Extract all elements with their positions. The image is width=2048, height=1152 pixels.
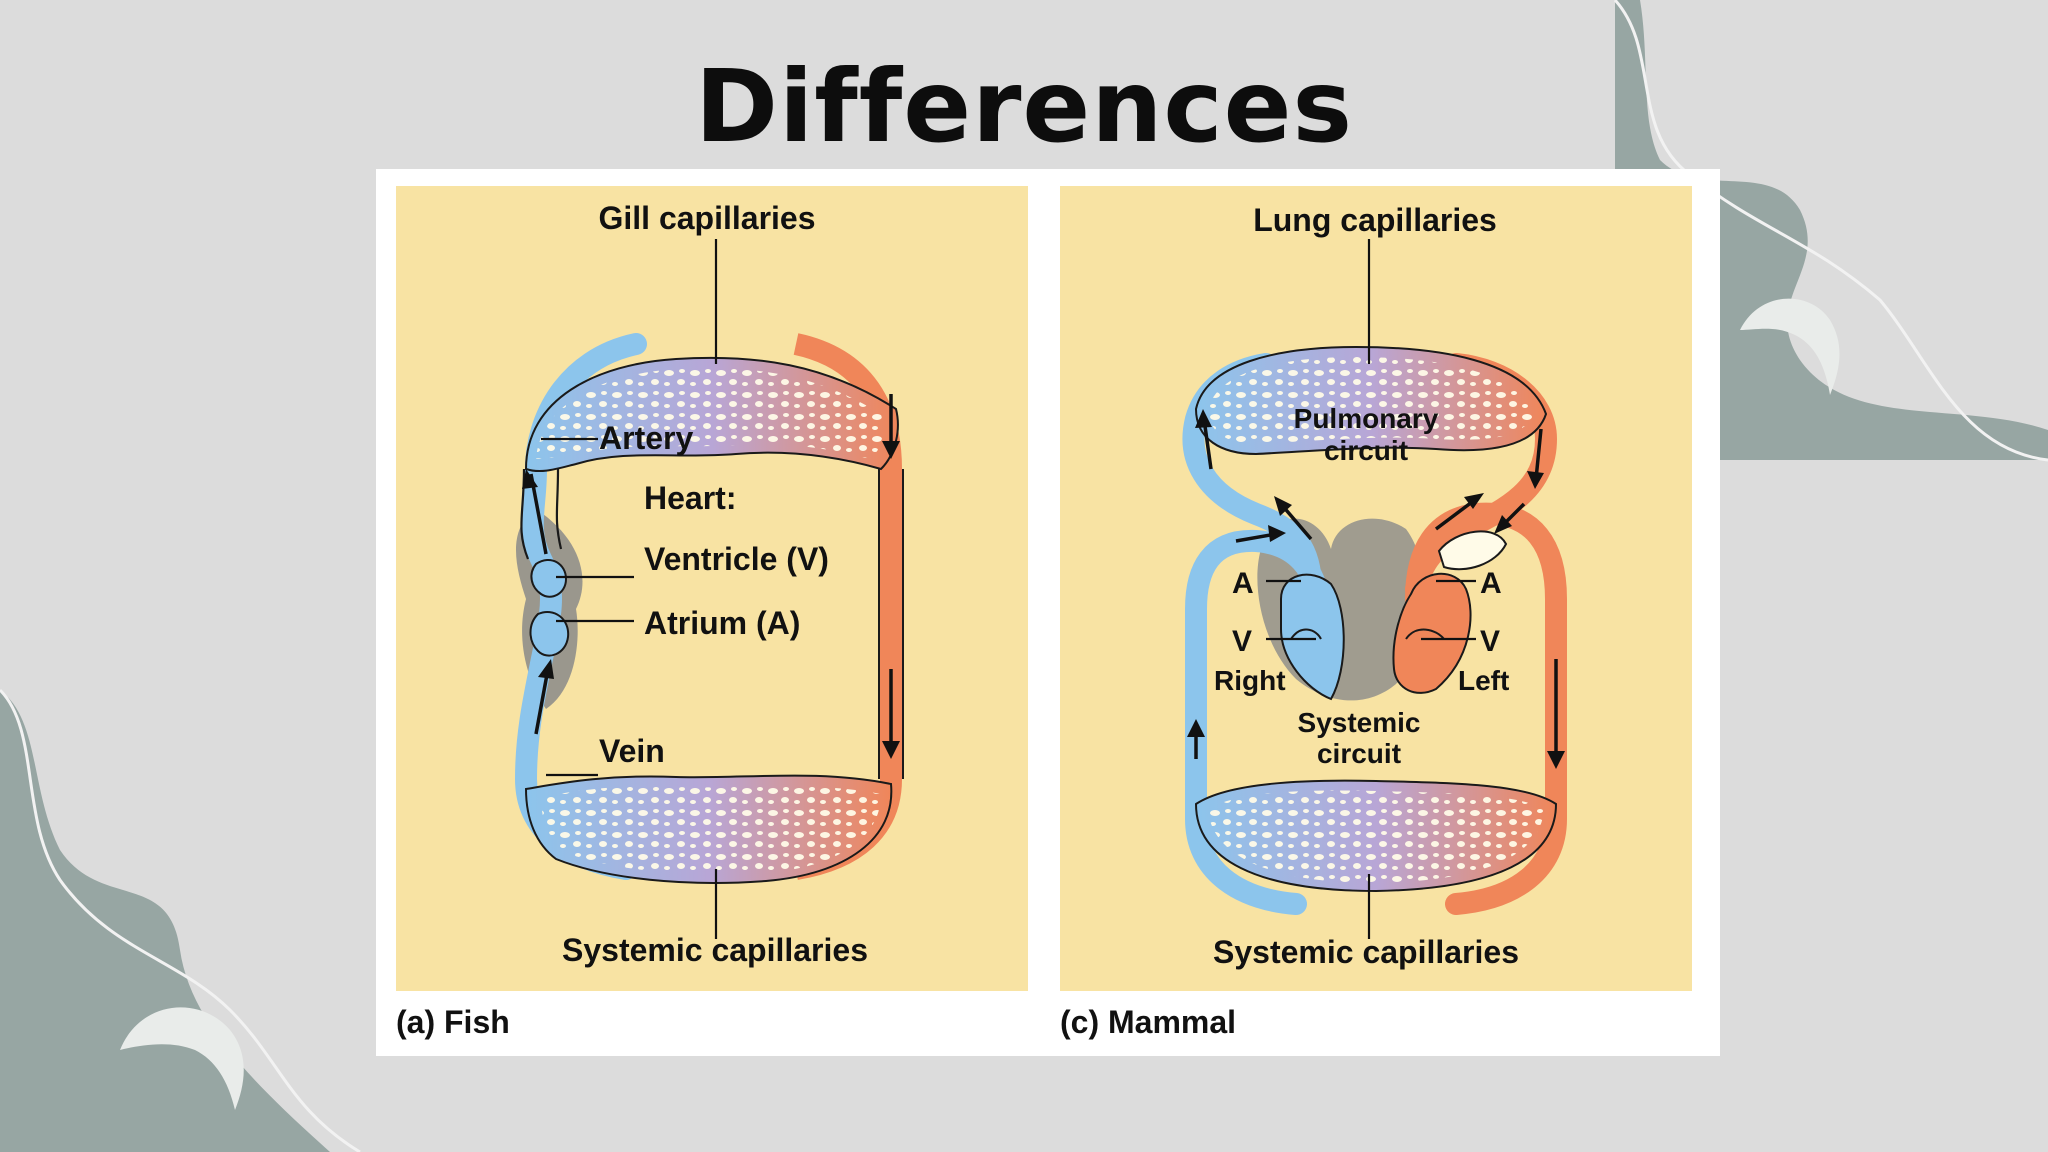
mammal-panel: Lung capillaries Pulmonary circuit A A V… bbox=[1060, 186, 1692, 1040]
mammal-left-ventricle-label: V bbox=[1480, 625, 1500, 658]
slide-title: Differences bbox=[694, 48, 1354, 165]
mammal-aortic-arch bbox=[1437, 530, 1508, 571]
mammal-systemic-line1: Systemic bbox=[1298, 707, 1421, 738]
mammal-pulmonary-line2: circuit bbox=[1324, 435, 1408, 466]
mammal-left-side-label: Left bbox=[1458, 665, 1509, 696]
mammal-aorta bbox=[1405, 502, 1567, 915]
fish-caption: (a) Fish bbox=[396, 1004, 510, 1040]
mammal-left-atrium-label: A bbox=[1480, 567, 1502, 600]
mammal-systemic-capillaries-label: Systemic capillaries bbox=[1213, 934, 1519, 970]
top-right-swirl bbox=[1613, 0, 2048, 462]
mammal-systemic-line2: circuit bbox=[1317, 738, 1401, 769]
mammal-pulmonary-line1: Pulmonary bbox=[1294, 403, 1439, 434]
fish-arrow-up-2 bbox=[534, 668, 550, 735]
mammal-right-ventricle-label: V bbox=[1232, 625, 1252, 658]
mammal-left-heart bbox=[1392, 572, 1472, 694]
mammal-caption: (c) Mammal bbox=[1060, 1004, 1236, 1040]
mammal-right-side-label: Right bbox=[1214, 665, 1286, 696]
fish-artery-label: Artery bbox=[599, 420, 693, 456]
top-right-blob bbox=[1615, 0, 2048, 460]
fish-systemic-capillaries-label: Systemic capillaries bbox=[562, 932, 868, 968]
mammal-heart-valves bbox=[1290, 628, 1445, 640]
circulation-figure: Gill capillaries Artery Heart: Ventricle… bbox=[376, 169, 1720, 1056]
bottom-left-blob bbox=[0, 690, 330, 1152]
fish-atrium-label: Atrium (A) bbox=[644, 605, 800, 641]
mammal-systemic-vein bbox=[1185, 529, 1332, 915]
fish-panel: Gill capillaries Artery Heart: Ventricle… bbox=[396, 186, 1028, 1040]
bottom-left-swirl bbox=[0, 688, 361, 1152]
mammal-right-atrium-label: A bbox=[1232, 567, 1254, 600]
mammal-flow-arrows bbox=[1187, 409, 1565, 769]
fish-ventricle-label: Ventricle (V) bbox=[644, 541, 829, 577]
mammal-lung-capillaries-label: Lung capillaries bbox=[1253, 202, 1497, 238]
mammal-leader-lines bbox=[1266, 239, 1476, 939]
top-right-hook bbox=[1740, 298, 1840, 395]
fish-heart-label: Heart: bbox=[644, 480, 736, 516]
fish-ventricle bbox=[530, 559, 568, 598]
bottom-left-hook bbox=[120, 1007, 244, 1110]
fish-atrium bbox=[529, 611, 570, 657]
fish-vein-label: Vein bbox=[599, 733, 665, 769]
fish-gill-capillaries-label: Gill capillaries bbox=[599, 200, 816, 236]
mammal-right-heart bbox=[1280, 573, 1345, 701]
fish-leader-lines bbox=[541, 239, 718, 939]
